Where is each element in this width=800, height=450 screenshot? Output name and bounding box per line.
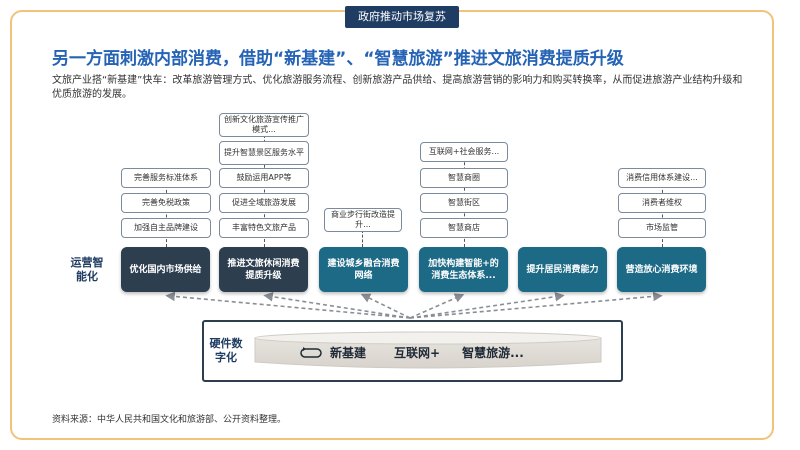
col1-item-2: 完善免税政策 <box>121 193 211 213</box>
arrow-6 <box>409 291 663 319</box>
arrow-5 <box>409 291 565 319</box>
page-title: 另一方面刺激内部消费，借助“新基建”、“智慧旅游”推进文旅消费提质升级 <box>52 49 624 69</box>
col6-item-1: 消费信用体系建设... <box>618 168 706 188</box>
connector-col3 <box>362 230 363 247</box>
col3-item-1: 商业步行街改造提升... <box>324 208 402 232</box>
col4-item-3: 智慧街区 <box>420 193 508 213</box>
description: 文旅产业搭“新基建”快车：改革旅游管理方式、优化旅游服务流程、创新旅游产品供给、… <box>52 75 743 100</box>
col4-item-4: 智慧商店 <box>420 218 508 238</box>
col2-item-1: 创新文化旅游宣传推广模式... <box>219 113 309 137</box>
col1-item-3: 加强自主品牌建设 <box>121 218 211 238</box>
col1-main: 优化国内市场供给 <box>121 247 210 292</box>
col2-main: 推进文旅休闲消费提质升级 <box>219 247 308 292</box>
arrow-1 <box>165 291 411 319</box>
connector-col2 <box>264 130 265 247</box>
col4-item-2: 智慧商圈 <box>420 168 508 188</box>
col2-item-4: 促进全域旅游发展 <box>219 193 309 213</box>
hw-item-1: 新基建 <box>330 346 367 360</box>
col4-main: 加快构建智能+的消费生态体系... <box>419 247 508 292</box>
col1-item-1: 完善服务标准体系 <box>121 168 211 188</box>
hardware-cylinder <box>254 331 602 369</box>
col2-item-5: 丰富特色文旅产品 <box>219 218 309 238</box>
hw-item-3: 智慧旅游... <box>462 346 524 360</box>
arrow-3 <box>360 293 411 319</box>
arrow-4 <box>409 293 465 319</box>
hardware-label: 硬件数 字化 <box>209 337 243 364</box>
hw-item-2: 互联网+ <box>394 346 441 360</box>
source-note: 资料来源：中华人民共和国文化和旅游部、公开资料整理。 <box>52 415 287 425</box>
col3-main: 建设城乡融合消费网络 <box>319 247 408 292</box>
operation-label: 运营智 能化 <box>70 256 104 283</box>
col6-item-3: 市场监管 <box>618 218 706 238</box>
hardware-items: 新基建 互联网+ 智慧旅游... <box>300 344 524 361</box>
connector-col6 <box>662 180 663 247</box>
col2-item-3: 鼓励运用APP等 <box>219 168 309 188</box>
col5-main: 提升居民消费能力 <box>518 247 607 292</box>
loop-arrow-icon <box>300 346 322 358</box>
connector-col1 <box>166 180 167 247</box>
col4-item-1: 互联网+社会服务... <box>420 142 508 162</box>
header-tag: 政府推动市场复苏 <box>345 6 459 28</box>
arrow-2 <box>263 291 411 319</box>
col6-main: 营造放心消费环境 <box>617 247 706 292</box>
col2-item-2: 提升智慧景区服务水平 <box>219 141 309 165</box>
col6-item-2: 消费者维权 <box>618 193 706 213</box>
